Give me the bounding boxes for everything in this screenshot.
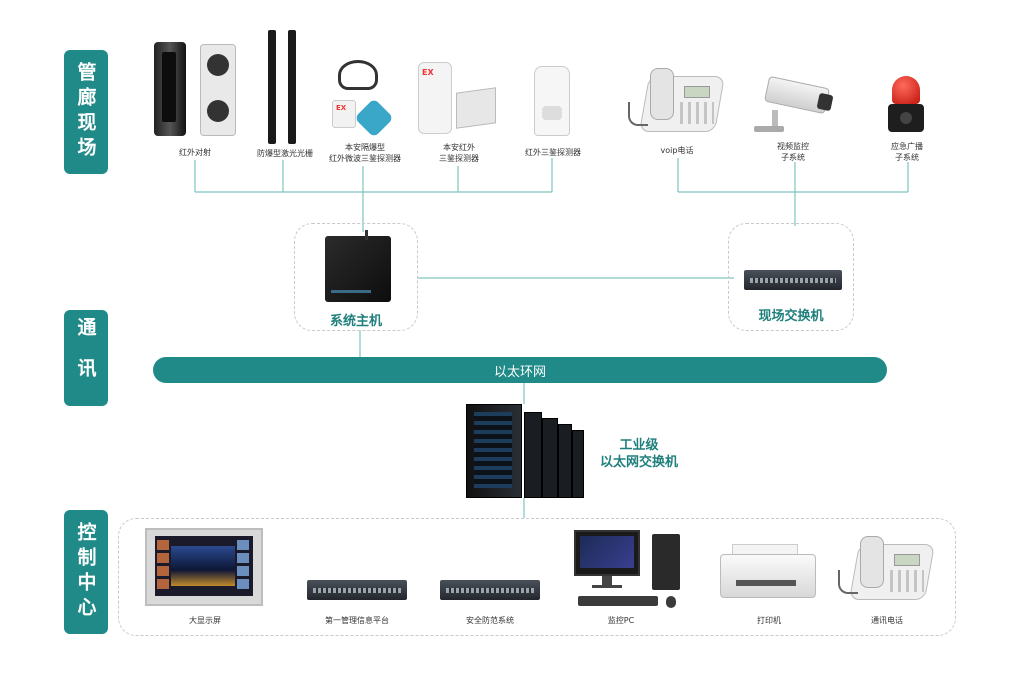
voip-phone-icon [628, 66, 725, 136]
printer-icon [720, 544, 818, 602]
ethernet-ring-bar: 以太环网 [153, 357, 887, 383]
control-label-pc: 监控PC [607, 616, 635, 625]
desktop-pc-icon [574, 530, 684, 610]
cctv-camera-icon [752, 75, 836, 136]
section-tab-control: 控制中心 [64, 510, 108, 634]
device-label-cctv: 视频监控 子系统 [777, 142, 809, 162]
infrared-detector-icon [534, 66, 574, 138]
security-switch-icon [440, 580, 540, 600]
telephone-icon [838, 534, 935, 604]
video-wall-icon [145, 528, 263, 606]
control-label-security: 安全防范系统 [466, 616, 514, 625]
laser-grating-icon [264, 30, 304, 146]
alarm-siren-icon [886, 76, 926, 136]
infrared-beam-icon [152, 42, 238, 138]
server-rack-icon [466, 404, 584, 498]
device-label-infrared-detector: 红外三鉴探测器 [525, 148, 581, 157]
system-host-label: 系统主机 [329, 314, 382, 329]
device-label-voip: voip电话 [660, 146, 694, 155]
field-switch-box [728, 223, 854, 331]
control-label-mgmt: 第一管理信息平台 [325, 616, 389, 625]
control-center-box [118, 518, 956, 636]
control-label-printer: 打印机 [757, 616, 781, 625]
control-label-telephone: 通讯电话 [871, 616, 903, 625]
device-label-infrared-beam: 红外对射 [179, 148, 211, 157]
section-tab-field: 管廊现场 [64, 50, 108, 174]
system-host-icon [325, 230, 391, 302]
control-label-display: 大显示屏 [189, 616, 221, 625]
explosion-proof-detector-icon: EX [328, 60, 398, 138]
device-label-intrinsic-safe: 本安红外 三鉴探测器 [439, 143, 479, 163]
ethernet-ring-label: 以太环网 [493, 364, 546, 380]
section-field-label: 管廊现场 [74, 62, 97, 162]
device-label-siren: 应急广播 子系统 [891, 142, 923, 162]
field-switch-icon [744, 270, 842, 290]
core-switch-label: 工业级 以太网交换机 [599, 438, 678, 470]
device-label-explosion-proof: 本安隔爆型 红外微波三鉴探测器 [329, 143, 401, 163]
field-switch-label: 现场交换机 [758, 309, 824, 324]
section-comm-label: 通讯 [74, 317, 97, 399]
section-control-label: 控制中心 [74, 522, 97, 622]
section-tab-comm: 通讯 [64, 310, 108, 406]
system-host-box [294, 223, 418, 331]
mgmt-switch-icon [307, 580, 407, 600]
intrinsic-safe-detector-icon: EX [418, 62, 498, 138]
device-label-laser-grating: 防爆型激光光栅 [257, 149, 313, 158]
